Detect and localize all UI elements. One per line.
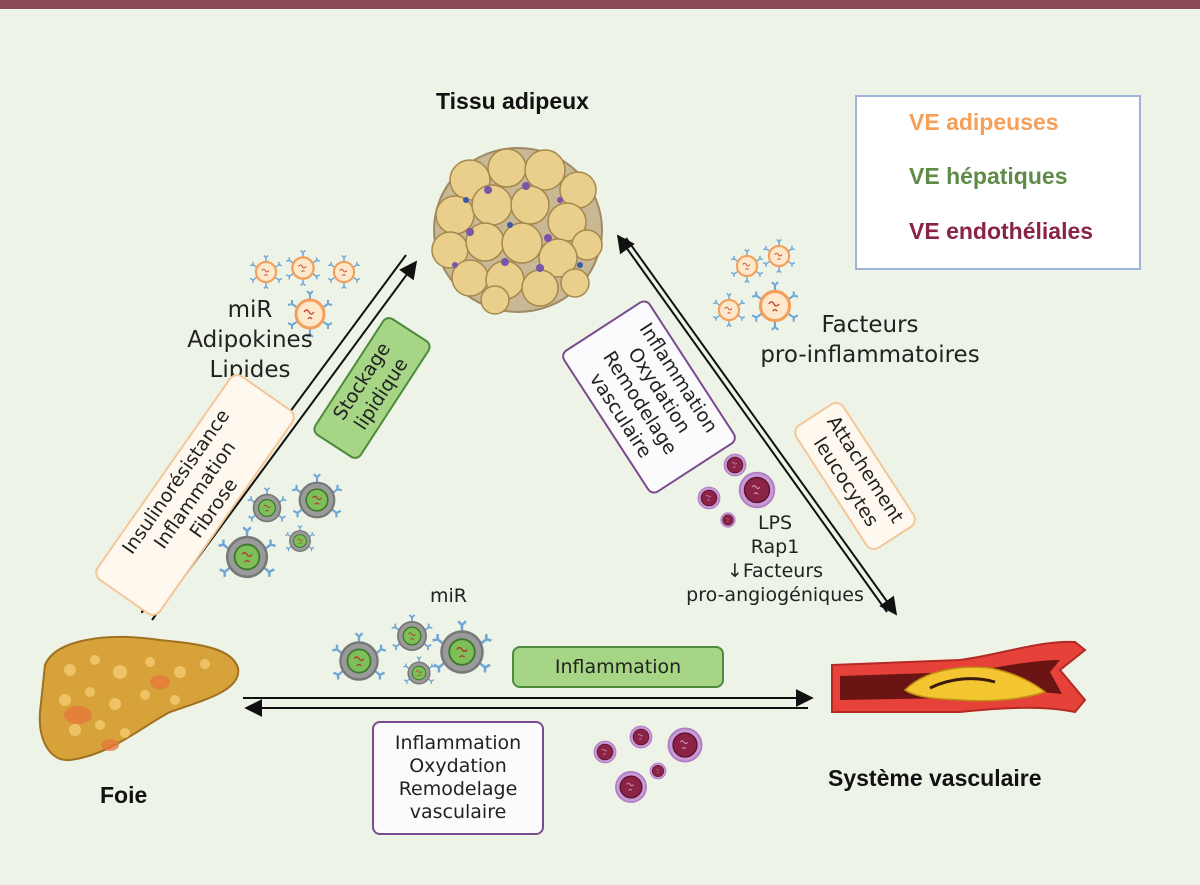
liver-vascular-cargo-mir: miR <box>430 585 467 607</box>
adipose-liver-cargo: miR Adipokines Lipides <box>170 295 330 385</box>
cargo-lipides: Lipides <box>209 357 291 383</box>
blood-vessel-illustration <box>831 640 1087 714</box>
effect-remodelage-vl: Remodelage <box>398 778 518 800</box>
cargo-mir: miR <box>227 297 273 323</box>
cargo-lps: LPS <box>757 512 793 534</box>
arrow-adipose-to-vascular <box>625 237 898 616</box>
cargo-rap1: Rap1 <box>750 536 800 558</box>
effect-vasculaire-vl: vasculaire <box>409 801 507 823</box>
hepatic-ev-cluster-bottom <box>331 614 493 685</box>
node-title-adipose: Tissu adipeux <box>436 88 589 114</box>
inflammation-box: Inflammation <box>512 646 724 688</box>
node-title-liver: Foie <box>100 782 148 808</box>
effect-inflammation-lv: Inflammation <box>554 655 682 678</box>
legend: VE adipeuses VE hépatiques VE endothélia… <box>855 95 1141 270</box>
top-accent-bar <box>0 0 1200 9</box>
arrow-vascular-to-adipose <box>616 234 888 613</box>
legend-label-endothelial: VE endothéliales <box>909 218 1094 244</box>
vascular-liver-effects-box: Inflammation Oxydation Remodelage vascul… <box>372 721 544 835</box>
adipose-tissue-illustration <box>431 147 603 315</box>
effect-inflammation-vl: Inflammation <box>394 732 522 754</box>
legend-label-hepatic: VE hépatiques <box>909 163 1068 189</box>
liver-illustration <box>38 636 240 762</box>
legend-label-adipose: VE adipeuses <box>909 109 1059 135</box>
cargo-pro-inflammatoires: pro-inflammatoires <box>760 342 980 368</box>
adipose-vascular-cargo: Facteurs pro-inflammatoires <box>735 310 1005 370</box>
node-title-vascular: Système vasculaire <box>828 765 1042 791</box>
cargo-facteurs: Facteurs <box>821 312 919 338</box>
cargo-facteurs-angio: ↓Facteurs <box>726 560 824 582</box>
cargo-pro-angiogeniques: pro-angiogéniques <box>686 584 864 606</box>
vascular-adipose-cargo: LPS Rap1 ↓Facteurs pro-angiogéniques <box>670 511 880 607</box>
effect-oxydation-vl: Oxydation <box>409 755 507 777</box>
cargo-adipokines: Adipokines <box>187 327 313 353</box>
endothelial-ev-cluster-lower <box>593 725 703 803</box>
